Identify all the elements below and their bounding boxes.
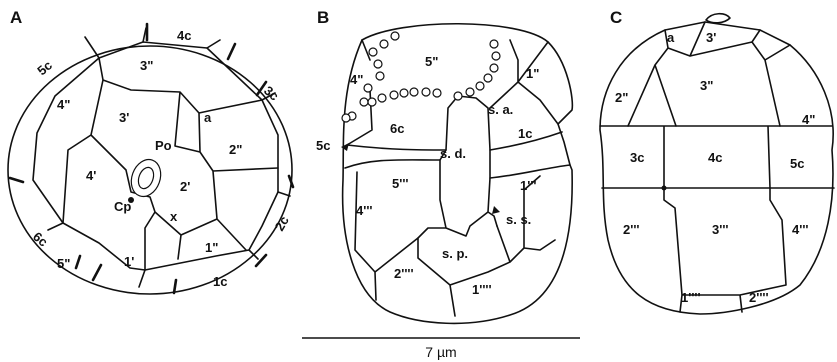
label-b-5c: 5c (316, 138, 330, 153)
cingulum-border-a (32, 41, 279, 271)
label-a-4c: 4c (177, 28, 191, 43)
label-a-1p: 1' (124, 254, 134, 269)
label-c-5c: 5c (790, 156, 804, 171)
apical-pore-complex-a (128, 158, 162, 203)
sulcus-b (417, 95, 498, 239)
cingulum-c (599, 125, 835, 189)
label-a-2c: 2c (272, 213, 292, 233)
label-a-5pp: 5" (57, 256, 70, 271)
label-b-sp: s. p. (442, 246, 468, 261)
panel-letter-b: B (317, 8, 329, 27)
epitheca-sutures-c (627, 21, 791, 127)
label-b-4ppp: 4''' (356, 203, 373, 218)
epitheca-sutures-b (346, 39, 559, 146)
label-b-5pp: 5" (425, 54, 438, 69)
label-a-2pp: 2" (229, 142, 242, 157)
scale-bar: 7 µm (302, 337, 580, 360)
epitheca-sutures-a (62, 57, 279, 271)
label-c-3c: 3c (630, 150, 644, 165)
label-a-3p: 3' (119, 110, 129, 125)
hypotheca-sutures-b (354, 171, 556, 317)
label-b-1pppp: 1'''' (472, 282, 492, 297)
panel-letter-c: C (610, 8, 622, 27)
hypotheca-sutures-c (663, 187, 787, 313)
scale-bar-label: 7 µm (425, 344, 456, 360)
label-c-4pp: 4" (802, 112, 815, 127)
label-a-1c: 1c (213, 274, 227, 289)
label-b-sa: s. a. (488, 102, 513, 117)
label-a-1pp: 1" (205, 240, 218, 255)
label-b-6c: 6c (390, 121, 404, 136)
cell-outline-b (341, 22, 574, 325)
label-c-2ppp: 2''' (623, 222, 640, 237)
pointer-ticks-a (8, 22, 295, 295)
panel-a: A 4c 5c 3c 3" 4" (7, 8, 295, 295)
label-a-4pp: 4" (57, 97, 70, 112)
suture-node-c (661, 185, 667, 191)
apical-plate-c (705, 12, 731, 24)
label-c-a: a (667, 30, 675, 45)
label-a-5c: 5c (34, 58, 55, 79)
label-a-2p: 2' (180, 179, 190, 194)
cell-outline-c (599, 21, 834, 315)
label-c-1pppp: 1'''' (681, 290, 701, 305)
label-b-1c: 1c (518, 126, 532, 141)
label-a-a: a (204, 110, 212, 125)
panel-b: B (316, 8, 574, 325)
label-b-4pp: 4" (350, 72, 363, 87)
label-c-4c: 4c (708, 150, 722, 165)
panel-letter-a: A (10, 8, 22, 27)
label-a-4p: 4' (86, 168, 96, 183)
pore-row-b (341, 31, 501, 123)
label-b-5ppp: 5''' (392, 176, 409, 191)
label-b-ss: s. s. (506, 212, 531, 227)
label-c-2pp: 2" (615, 90, 628, 105)
cingulum-sutures-a (47, 27, 291, 288)
cingulum-b (344, 131, 571, 179)
label-a-3pp: 3" (140, 58, 153, 73)
label-c-2pppp: 2'''' (749, 290, 769, 305)
panel-c: C a 3' 3" 2" 4" 3c 4c 5c 2''' 3''' 4''' … (599, 8, 835, 315)
label-b-1ppp: 1''' (520, 178, 537, 193)
label-c-3p: 3' (706, 30, 716, 45)
label-b-1pp: 1" (526, 66, 539, 81)
label-a-x: x (170, 209, 178, 224)
pointer-ticks-b (341, 143, 500, 214)
label-c-3pp: 3" (700, 78, 713, 93)
label-c-4ppp: 4''' (792, 222, 809, 237)
label-a-cp: Cp (114, 199, 131, 214)
label-c-3ppp: 3''' (712, 222, 729, 237)
label-b-sd: s. d. (440, 146, 466, 161)
label-a-po: Po (155, 138, 172, 153)
label-b-2pppp: 2'''' (394, 266, 414, 281)
